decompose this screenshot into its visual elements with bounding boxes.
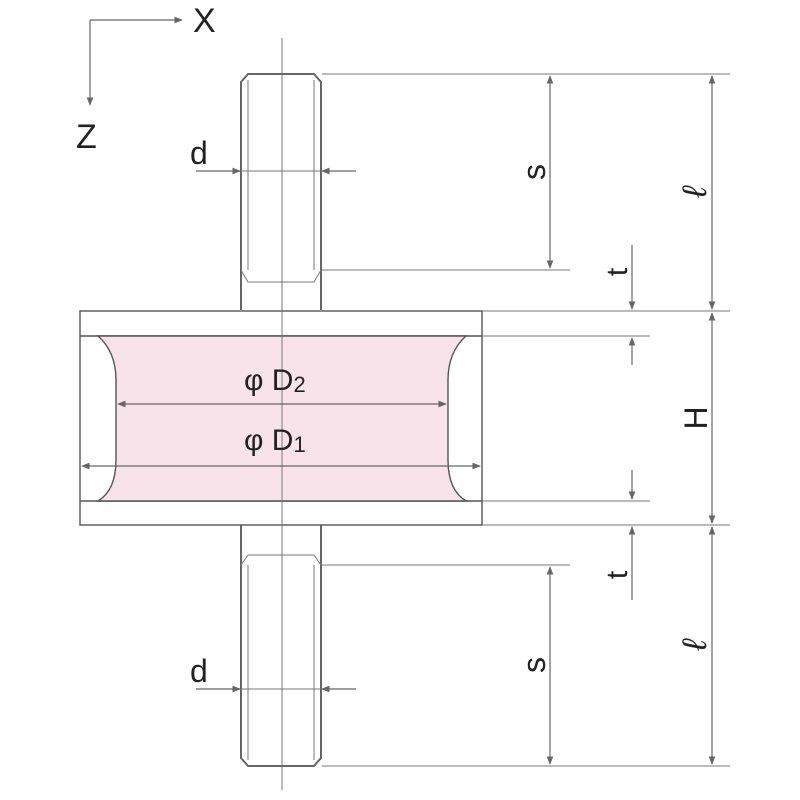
dim-l-top: ℓ <box>676 75 716 310</box>
dim-d-top: d <box>190 135 356 175</box>
extension-lines <box>322 73 730 767</box>
top-stud-thread-end <box>240 269 322 283</box>
dim-l-bottom: ℓ <box>676 526 716 765</box>
label-h: H <box>678 406 714 429</box>
label-phi-d1: φ D1 <box>244 424 306 457</box>
label-t-bottom: t <box>601 570 634 579</box>
label-s-bottom: s <box>516 657 552 673</box>
dim-s-top: s <box>516 75 554 269</box>
dim-t-bottom: t <box>601 470 636 600</box>
mount-body <box>79 310 483 526</box>
axis-indicator: X Z <box>76 2 216 156</box>
x-axis-label: X <box>193 2 216 40</box>
label-t-top: t <box>601 267 634 276</box>
dim-t-top: t <box>601 245 636 365</box>
label-l-top: ℓ <box>676 185 714 199</box>
dim-d-bottom: d <box>190 653 356 693</box>
dim-phi-d2: φ D2 <box>117 364 447 408</box>
body-outline <box>79 310 483 526</box>
label-d-top: d <box>190 135 208 171</box>
bottom-stud-thread-end <box>240 554 322 566</box>
dim-s-bottom: s <box>516 566 554 765</box>
bottom-stud <box>240 525 322 767</box>
dim-phi-d1: φ D1 <box>81 424 481 470</box>
label-phi-d2: φ D2 <box>244 364 306 397</box>
bottom-stud-outline <box>240 525 322 767</box>
top-stud-outline <box>240 73 322 310</box>
top-stud <box>240 73 322 310</box>
label-d-bottom: d <box>190 653 208 689</box>
label-s-top: s <box>516 164 552 180</box>
label-l-bottom: ℓ <box>676 638 714 652</box>
dim-h: H <box>678 312 716 524</box>
z-axis-label: Z <box>76 118 97 156</box>
